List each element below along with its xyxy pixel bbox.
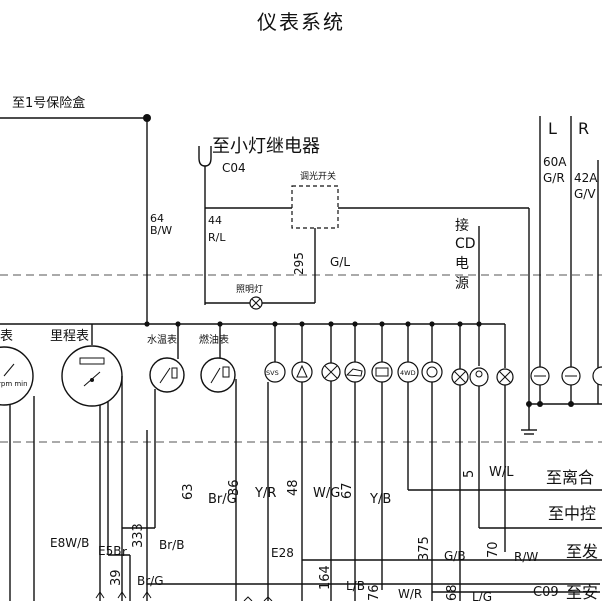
wire-color-RW: R/W xyxy=(514,550,538,564)
fuel-gauge-icon xyxy=(200,357,236,393)
battery-indicator-icon xyxy=(371,361,393,383)
R-label: R xyxy=(578,119,589,138)
diagram-title: 仪表系统 xyxy=(257,10,345,34)
wire-color-BrG: Br/G xyxy=(208,492,237,507)
wire-label-67: 67 xyxy=(340,482,355,499)
wire-label-333: 333 xyxy=(131,523,146,548)
thermometer-icon xyxy=(171,367,178,379)
turn-signal-right-icon xyxy=(561,366,581,386)
water-temp-gauge-icon xyxy=(149,357,185,393)
connector-c09-label: C09 xyxy=(533,585,559,600)
wire-color-LG: L/G xyxy=(472,590,492,601)
L-label: L xyxy=(548,119,557,138)
wire-label-36: 36 xyxy=(227,479,242,496)
4wd-indicator-icon: 4WD xyxy=(397,361,419,383)
turn-signal-left-icon xyxy=(530,366,550,386)
wire-color-BrG-2: Br/G xyxy=(137,574,164,588)
svg-text:4WD: 4WD xyxy=(400,369,416,377)
tachometer-needle xyxy=(3,363,15,377)
tachometer-gauge-icon xyxy=(0,346,34,406)
wire-label-375: 375 xyxy=(417,536,432,561)
odometer-counter-icon xyxy=(79,357,105,365)
wire-label-60A: 60A xyxy=(543,155,567,169)
connector-c04-label: C04 xyxy=(222,161,246,175)
tachometer-unit: rpm min xyxy=(0,380,28,388)
wire-label-E28: E28 xyxy=(271,546,294,560)
oil-pressure-indicator-icon xyxy=(344,361,366,383)
svg-text:SVS: SVS xyxy=(266,369,279,377)
fuel-pump-icon xyxy=(222,366,230,378)
wire-color-YB: Y/B xyxy=(369,492,391,507)
wire-label-295: 295 xyxy=(292,252,306,275)
dimmer-switch-box xyxy=(291,185,339,229)
wire-label-44: 44 xyxy=(208,214,222,227)
wire-color-295: G/L xyxy=(330,255,350,269)
wire-color-64: B/W xyxy=(150,224,172,237)
lamp-indicator-icon xyxy=(496,368,514,386)
lamp-relay-label: 至小灯继电器 xyxy=(212,136,320,157)
to-clutch-label: 至离合 xyxy=(546,468,594,487)
wire-label-64: 64 xyxy=(150,212,164,225)
engine-warning-indicator-icon xyxy=(291,361,313,383)
wire-color-44: R/L xyxy=(208,231,226,244)
lamp-indicator-icon xyxy=(592,366,602,386)
wire-color-42A: G/V xyxy=(574,187,596,201)
wire-label-E5B-suffix: r xyxy=(122,545,127,559)
wire-label-5: 5 xyxy=(462,470,477,478)
dimmer-switch-label: 调光开关 xyxy=(300,170,336,182)
illumination-lamp-icon xyxy=(249,296,263,310)
tachometer-label: 表 xyxy=(0,329,13,344)
needle-pivot xyxy=(90,378,94,382)
wire-label-48: 48 xyxy=(286,479,301,496)
connector-marks xyxy=(95,591,273,601)
key-indicator-icon xyxy=(469,367,489,387)
wire-label-76: 76 xyxy=(367,584,382,601)
wire-color-LB: L/B xyxy=(346,579,365,593)
wire-label-39: 39 xyxy=(109,569,124,586)
wire-label-70: 70 xyxy=(486,541,501,558)
to-safety-label: 至安 xyxy=(566,583,598,601)
odometer-label: 里程表 xyxy=(50,329,89,344)
wire-label-E8WB: E8W/B xyxy=(50,536,89,550)
svs-indicator-icon: SVS xyxy=(264,361,286,383)
to-center-label: 至中控 xyxy=(548,504,596,523)
wire-color-WG: W/G xyxy=(313,486,340,501)
cd-power-char-3: 电 xyxy=(455,256,469,272)
bulb-indicator-icon xyxy=(321,362,341,382)
wire-color-WR: W/R xyxy=(398,587,422,601)
fuel-needle xyxy=(210,367,221,384)
wire-label-68: 68 xyxy=(445,584,460,601)
fuel-gauge-label: 燃油表 xyxy=(199,333,229,346)
water-temp-needle xyxy=(159,367,171,384)
wire-color-60A: G/R xyxy=(543,171,565,185)
cd-power-char-1: 接 xyxy=(455,217,469,234)
wire-color-BrB: Br/B xyxy=(159,538,184,552)
cd-power-char-2: CD xyxy=(455,236,476,252)
to-engine-label: 至发 xyxy=(566,542,598,561)
lamp-indicator-icon xyxy=(451,368,469,386)
wire-label-63: 63 xyxy=(181,483,196,500)
wire-label-42A: 42A xyxy=(574,171,598,185)
cd-power-char-4: 源 xyxy=(455,276,469,292)
illumination-lamp-label: 照明灯 xyxy=(236,284,263,295)
water-temp-label: 水温表 xyxy=(147,333,177,346)
fuse-box-label: 至1号保险盒 xyxy=(12,95,85,111)
brake-indicator-icon xyxy=(421,361,443,383)
wire-color-GB: G/B xyxy=(444,549,466,563)
wire-color-WL: W/L xyxy=(489,465,514,480)
connector-c04-icon xyxy=(198,146,212,167)
speedometer-gauge-icon xyxy=(61,345,123,407)
wire-color-YR: Y/R xyxy=(254,486,276,501)
wire-label-164: 164 xyxy=(318,565,333,590)
wire-label-E5B: E5B xyxy=(98,544,121,558)
